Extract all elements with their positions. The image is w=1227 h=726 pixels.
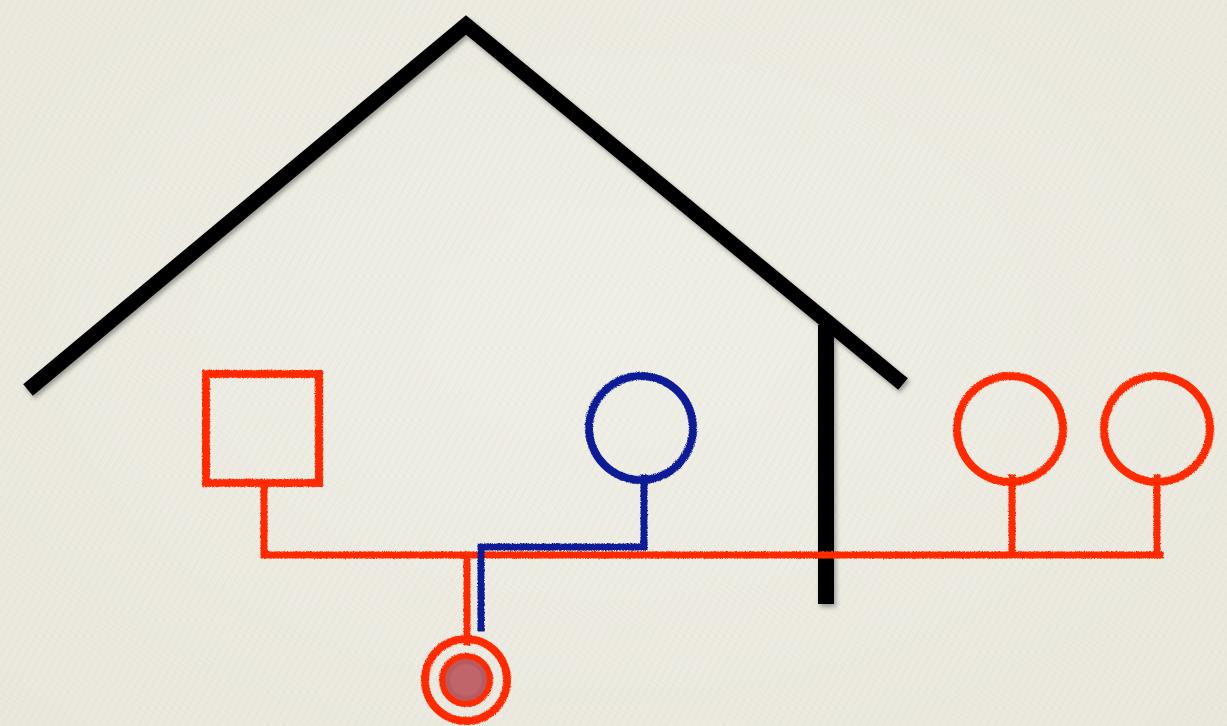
blue-connections: [477, 474, 648, 632]
member-circle-blue: [585, 372, 697, 484]
house-outline: [23, 15, 908, 604]
member-focus-child: [421, 635, 511, 725]
focus-child-center-fill: [450, 664, 482, 696]
members: [202, 370, 1214, 725]
member-circle-red-2: [1100, 372, 1214, 486]
focus-child-outer-ring: [421, 635, 511, 725]
member-square-left: [202, 370, 323, 487]
blue-link-line: [477, 474, 648, 632]
member-circle-red-1: [953, 372, 1067, 486]
red-connections: [260, 474, 1164, 646]
house-roof: [23, 15, 908, 396]
